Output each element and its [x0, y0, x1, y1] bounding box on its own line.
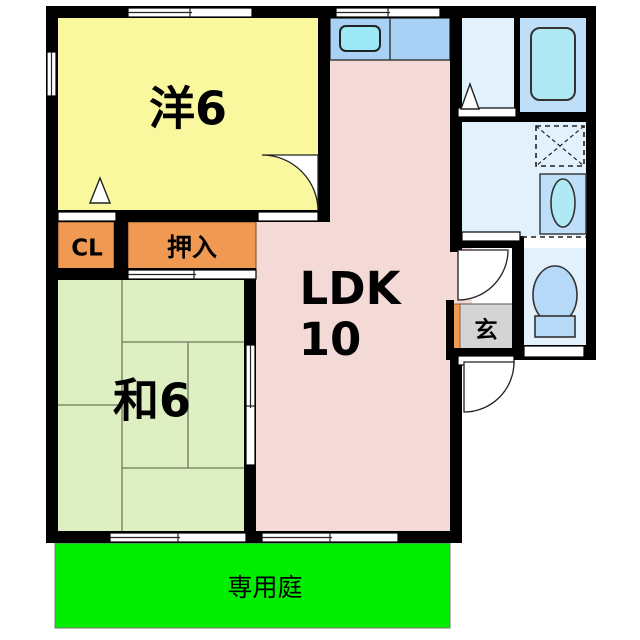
window-western-left [46, 51, 57, 97]
tatami-mat-lines [58, 278, 256, 531]
fixtures [339, 25, 587, 338]
window-ldk-bottom [261, 532, 399, 543]
sliding-door-tatami-ldk [245, 344, 256, 466]
window-western-top [127, 7, 253, 18]
wall-ldk-bathblock [450, 6, 462, 252]
openings [46, 7, 586, 543]
oshiire-fill [127, 221, 257, 275]
label-garden: 専用庭 [227, 573, 302, 602]
sliding-door-oshiire [127, 269, 257, 280]
wall-hall-toilet [512, 240, 524, 350]
label-ldk-line1: LDK [300, 262, 403, 315]
door-genkan-outer[interactable] [463, 361, 515, 413]
wall-right-bath [586, 6, 596, 245]
toilet [532, 265, 578, 338]
swing-doors [88, 81, 515, 413]
storage-units [57, 221, 257, 275]
door-band-toilet [523, 345, 585, 358]
entry-marker-western [88, 176, 112, 204]
entry-marker-washroom [460, 81, 480, 110]
label-western-room: 洋6 [149, 82, 227, 136]
sliding-door-western-bottom [57, 211, 319, 222]
door-band-bath [457, 107, 517, 118]
window-tatami-bottom [109, 532, 247, 543]
window-kitchen-top [335, 7, 441, 18]
vanity-sink [539, 173, 587, 235]
wall-cl-oshiire [114, 216, 128, 274]
wall-bath-washroom [456, 112, 596, 122]
wall-top-bath [450, 6, 596, 18]
wall-dress-tub [514, 18, 520, 113]
wall-right-ldk [450, 358, 462, 543]
wall-genkan-left [446, 300, 454, 360]
label-tatami-room: 和6 [113, 374, 191, 428]
door-band-washroom [461, 231, 521, 242]
label-ldk-line2: 10 [299, 313, 362, 366]
label-oshiire: 押入 [167, 233, 217, 262]
wall-western-ldk [318, 6, 330, 218]
label-genkan: 玄 [475, 317, 498, 344]
washing-machine-space [535, 125, 585, 167]
garden-fill [54, 542, 451, 629]
door-genkan-inner[interactable] [457, 249, 509, 301]
room-labels: 洋6 和6 LDK 10 CL 押入 玄 専用庭 [71, 82, 497, 603]
kitchen-sink [339, 25, 381, 52]
wall-right-toilet [586, 240, 596, 360]
door-western-to-ldk[interactable] [261, 154, 319, 212]
label-closet: CL [71, 236, 103, 262]
room-fill-ldk-lower [256, 218, 450, 531]
bathtub [530, 27, 576, 101]
